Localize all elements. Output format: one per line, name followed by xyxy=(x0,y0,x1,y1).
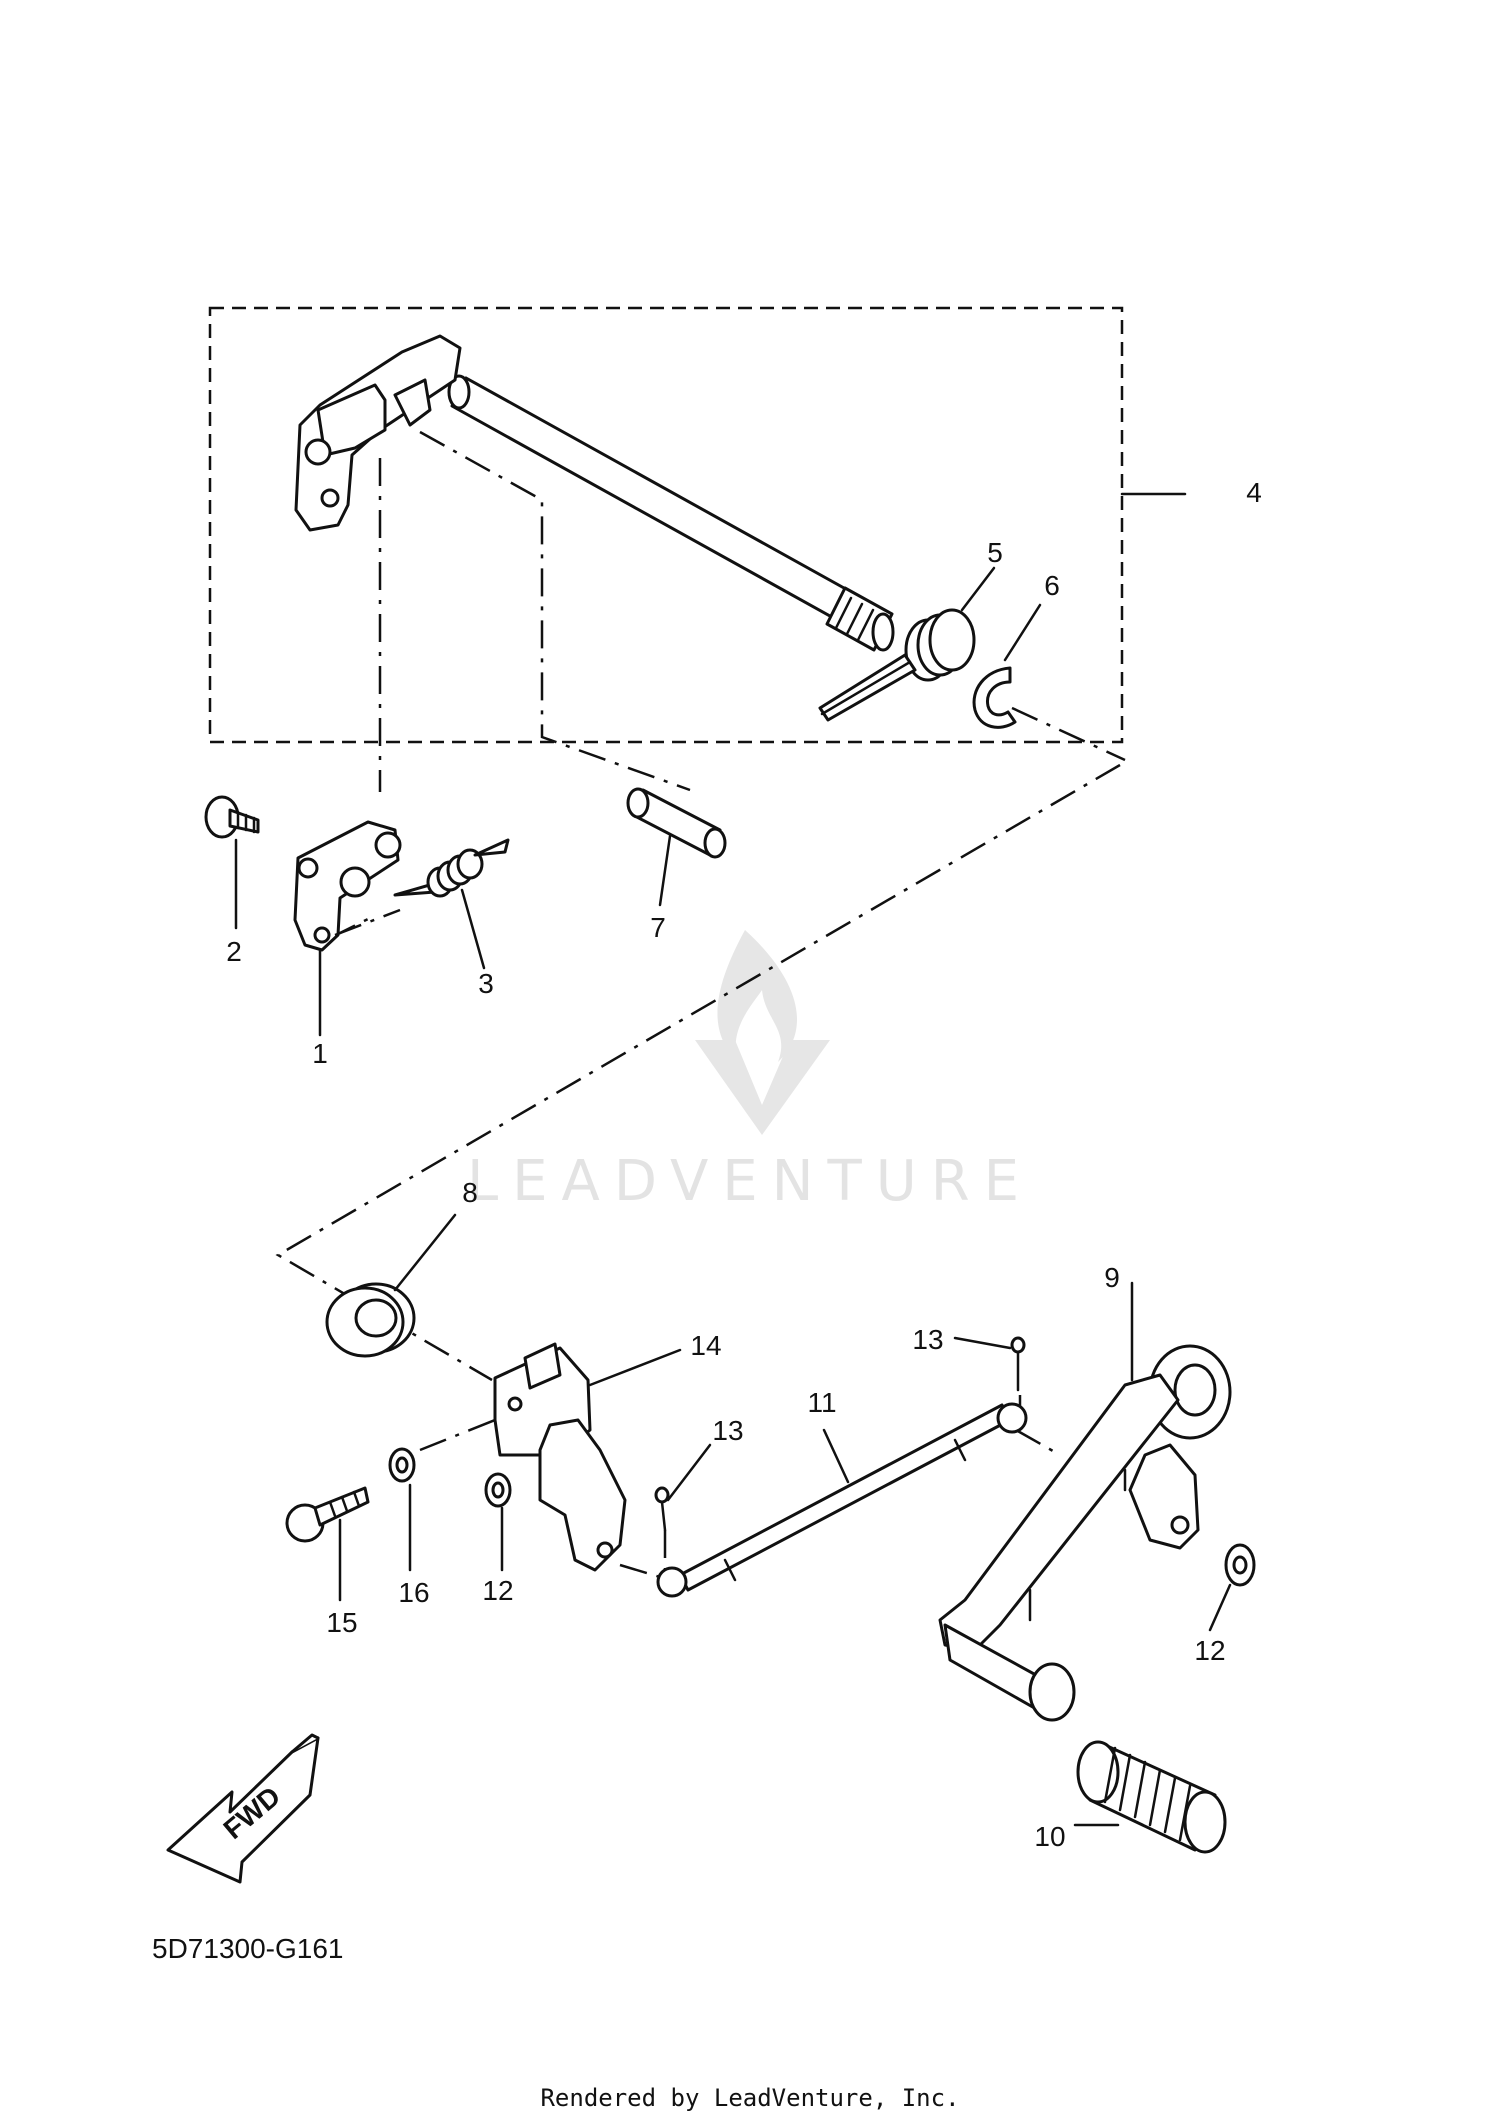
leader-12-right xyxy=(1208,1583,1232,1632)
oil-seal-part-8 xyxy=(325,1282,416,1358)
leader-5 xyxy=(960,566,996,612)
callout-12-left: 12 xyxy=(482,1575,513,1606)
callout-14: 14 xyxy=(690,1330,721,1361)
callout-11: 11 xyxy=(807,1387,836,1418)
alignment-lines xyxy=(275,430,1126,1582)
callout-2: 2 xyxy=(226,936,242,967)
watermark-logo-icon xyxy=(695,930,830,1135)
shift-rod-part-11 xyxy=(656,1402,1028,1598)
shift-shaft-part-4 xyxy=(294,334,895,652)
lever-joint-part-14 xyxy=(493,1342,627,1572)
circlip-part-6 xyxy=(972,666,1017,729)
callout-12-right: 12 xyxy=(1194,1635,1225,1666)
pedal-rubber-part-10 xyxy=(1076,1740,1227,1854)
bolt-part-2 xyxy=(204,795,260,839)
assembly-box-4 xyxy=(208,306,1124,744)
washer-part-12-right xyxy=(1224,1543,1256,1587)
leader-13-left xyxy=(666,1443,712,1502)
callout-7: 7 xyxy=(650,912,666,943)
shift-arm-part-1 xyxy=(293,820,402,952)
leader-3 xyxy=(460,888,486,970)
footer-credit: Rendered by LeadVenture, Inc. xyxy=(540,2084,959,2112)
callout-4: 4 xyxy=(1246,477,1262,508)
callout-3: 3 xyxy=(478,968,494,999)
leader-13-right xyxy=(953,1336,1012,1350)
return-spring-part-3 xyxy=(393,838,510,898)
leader-14 xyxy=(588,1348,682,1387)
callout-1: 1 xyxy=(312,1038,328,1069)
spring-part-5 xyxy=(818,608,976,722)
callout-10: 10 xyxy=(1034,1821,1065,1852)
callout-13-right: 13 xyxy=(912,1324,943,1355)
pin-part-7 xyxy=(626,787,727,859)
callout-13-left: 13 xyxy=(712,1415,743,1446)
shift-pedal-part-9 xyxy=(938,1344,1232,1722)
forward-arrow-icon xyxy=(166,1733,320,1884)
diagram-code: 5D71300-G161 xyxy=(152,1933,343,1964)
callout-5: 5 xyxy=(987,537,1003,568)
leader-7 xyxy=(658,834,672,907)
callout-6: 6 xyxy=(1044,570,1060,601)
bolt-part-15 xyxy=(285,1486,370,1543)
washer-part-12-left xyxy=(484,1472,512,1508)
cotter-pin-part-13-right xyxy=(1010,1336,1026,1392)
callout-15: 15 xyxy=(326,1607,357,1638)
leader-6 xyxy=(1003,603,1042,662)
washer-part-16 xyxy=(388,1447,416,1483)
callout-16: 16 xyxy=(398,1577,429,1608)
cotter-pin-part-13-left xyxy=(654,1486,670,1532)
callout-8: 8 xyxy=(462,1177,478,1208)
watermark-text: LEADVENTURE xyxy=(467,1149,1033,1214)
leader-8 xyxy=(393,1213,457,1292)
leader-11 xyxy=(822,1428,850,1484)
alignment-line-1 xyxy=(334,908,401,937)
callout-9: 9 xyxy=(1104,1262,1120,1293)
